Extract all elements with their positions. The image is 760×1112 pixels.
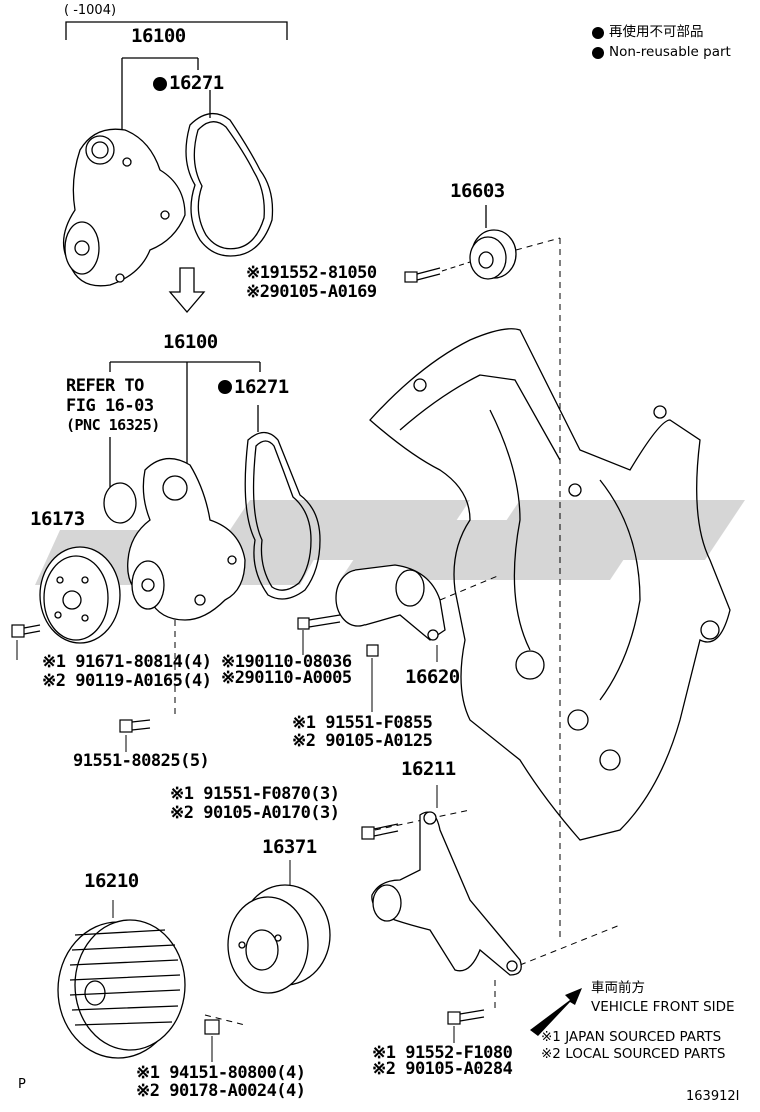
bolt-16210-local: ※2 90178-A0024(4): [136, 1081, 306, 1101]
bolt-16211-local: ※2 90105-A0170(3): [170, 803, 340, 823]
bullet-icon: [153, 77, 167, 91]
bolt-91551: 91551-80825(5): [73, 751, 210, 771]
legend-jp-label: 再使用不可部品: [609, 24, 704, 40]
bullet-icon: [592, 27, 604, 39]
o-ring: [103, 482, 137, 524]
legend-local-sourced: ※2 LOCAL SOURCED PARTS: [541, 1046, 726, 1062]
part-16371: 16371: [262, 836, 317, 858]
refer-line-3: (PNC 16325): [66, 416, 160, 434]
bolt-bracket-jp: ※1 91552-F1080: [372, 1043, 513, 1063]
bolt-tensioner-pump: [297, 614, 379, 657]
legend-jp-front: 車両前方: [591, 980, 645, 996]
bolt-bracket-bottom: [447, 1009, 485, 1025]
fan-bracket-16211: [371, 811, 522, 976]
part-16173: 16173: [30, 508, 85, 530]
vehicle-front-arrow: [530, 988, 582, 1036]
page-marker: P: [18, 1077, 26, 1092]
gasket-mid: [244, 431, 321, 600]
bolt-16620-jp: ※1 91551-F0855: [292, 713, 433, 733]
pulley-16173: [39, 546, 121, 644]
refer-line-2: FIG 16-03: [66, 396, 154, 416]
legend-japan-sourced: ※1 JAPAN SOURCED PARTS: [541, 1029, 722, 1045]
part-16620: 16620: [405, 666, 460, 688]
down-arrow: [168, 267, 206, 314]
top-group-bracket: [65, 21, 288, 146]
part-16210: 16210: [84, 870, 139, 892]
part-16100-mid: 16100: [163, 331, 218, 353]
bolt-bracket-local: ※2 90105-A0284: [372, 1059, 513, 1079]
bolt-16210-jp: ※1 94151-80800(4): [136, 1063, 306, 1083]
bullet-icon: [592, 47, 604, 59]
bolt-pump-local: ※290110-A0005: [221, 668, 352, 688]
timing-chain-cover: [369, 328, 731, 841]
bolt-16211: [361, 823, 399, 840]
bolt-16620-local: ※2 90105-A0125: [292, 731, 433, 751]
bolt-16173-jp: ※1 91671-80814(4): [42, 652, 212, 672]
fan-pulley-16371: [227, 884, 331, 994]
fan-clutch-16210: [57, 919, 186, 1059]
bolt-16173-local: ※2 90119-A0165(4): [42, 671, 212, 691]
bolt-16603: [404, 267, 441, 283]
bolt-91551: [119, 719, 151, 733]
part-16100-top: 16100: [131, 25, 186, 47]
legend-front-side: VEHICLE FRONT SIDE: [591, 999, 735, 1015]
part-16603: 16603: [450, 180, 505, 202]
part-16271-top: 16271: [169, 72, 224, 94]
refer-line-1: REFER TO: [66, 376, 144, 396]
nut-16210: [204, 1019, 220, 1035]
part-16271-mid: 16271: [234, 376, 289, 398]
part-16211: 16211: [401, 758, 456, 780]
bolt-16211-jp: ※1 91551-F0870(3): [170, 784, 340, 804]
bullet-icon: [218, 380, 232, 394]
water-pump-top: [63, 128, 186, 287]
idler-pulley-16603: [469, 205, 517, 280]
bolt-pump-jp: ※190110-08036: [221, 652, 352, 672]
legend-en-label: Non-reusable part: [609, 44, 731, 60]
bolt-16173: [11, 624, 41, 638]
tensioner-16620: [335, 564, 446, 641]
water-pump-mid: [127, 458, 246, 621]
date-range: ( -1004): [64, 3, 117, 18]
figure-id: 163912I: [686, 1089, 740, 1104]
gasket-top: [185, 113, 274, 257]
bolt-16603-local: ※290105-A0169: [246, 282, 377, 302]
bolt-16603-jp: ※191552-81050: [246, 263, 377, 283]
